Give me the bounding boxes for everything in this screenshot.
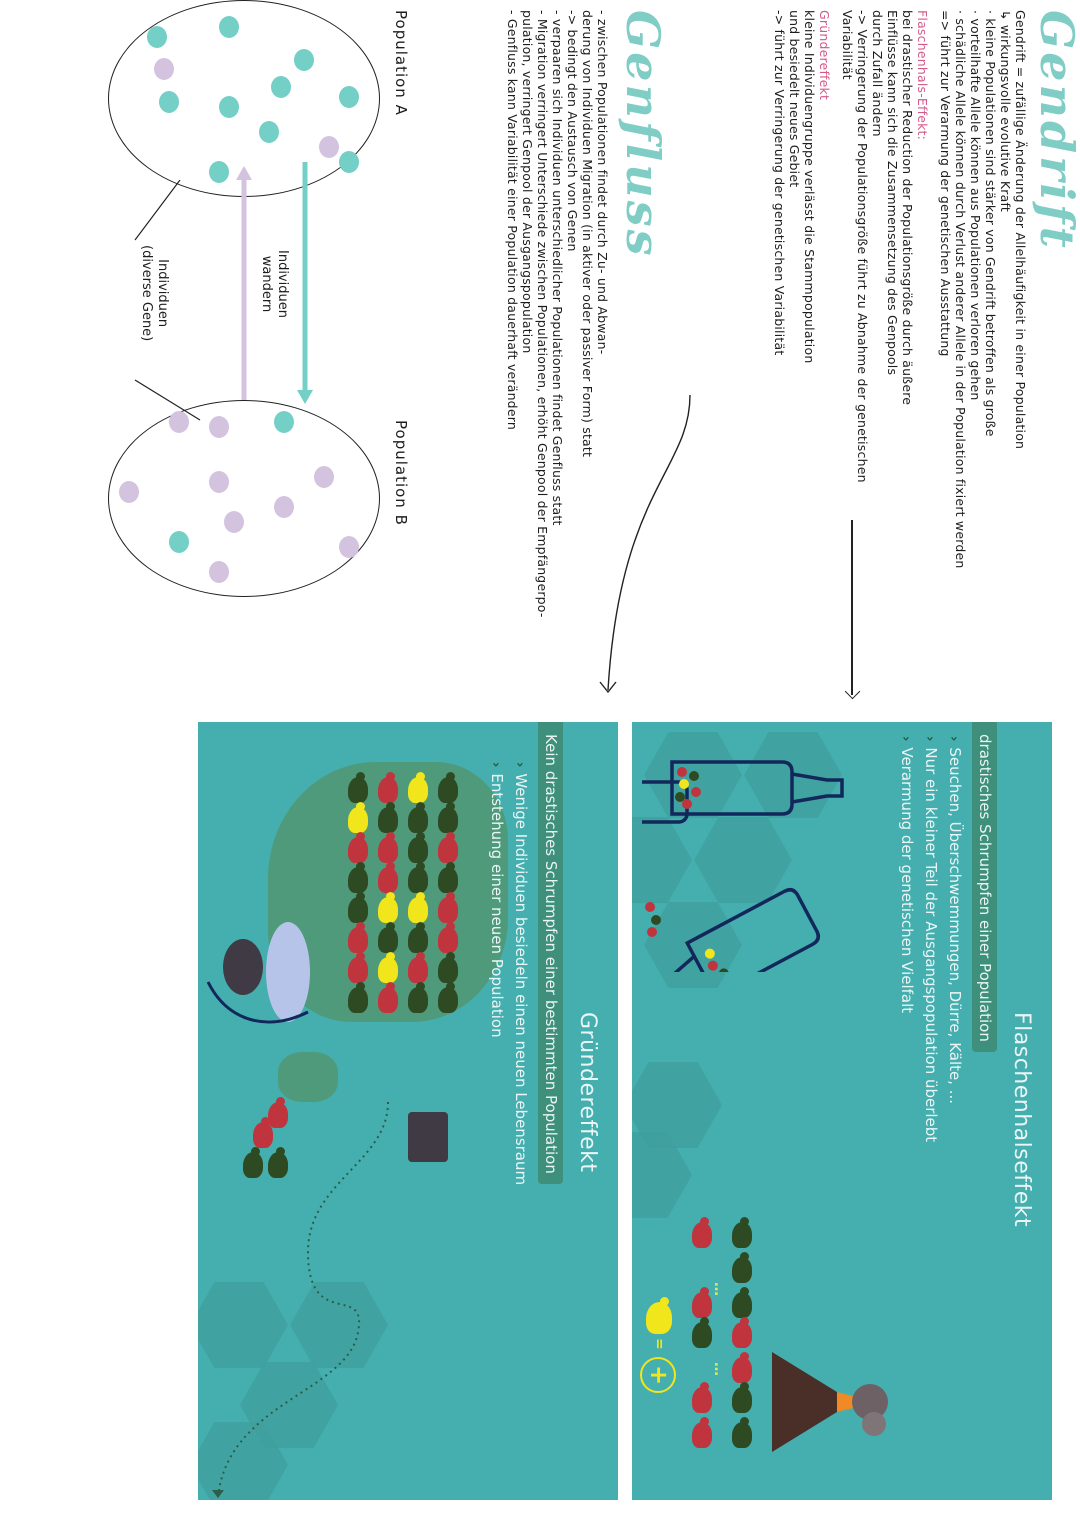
individual-teal — [294, 49, 314, 71]
genfluss-title: Genfluss — [616, 10, 670, 259]
individual-lilac — [119, 481, 139, 503]
slide-banner: drastisches Schrumpfen einer Population — [972, 722, 997, 1052]
storm-icon — [206, 922, 310, 1024]
slide-title: Flaschenhalseffekt — [1009, 1012, 1034, 1228]
slide-founder: Gründereffekt Kein drastisches Schrumpfe… — [198, 722, 618, 1500]
chevron-icon: › — [488, 762, 503, 768]
note-line: -> führt zur Verringerung der genetische… — [772, 10, 787, 356]
migration-route — [212, 1102, 389, 1498]
gendrift-title: Gendrift — [1030, 10, 1080, 251]
slide-banner: Kein drastisches Schrumpfen einer bestim… — [538, 722, 563, 1184]
chevron-icon: › — [512, 762, 527, 768]
individual-teal — [169, 531, 189, 553]
gene-flow-diagram: Population A Population B — [0, 0, 480, 640]
founder-heading: Gründereffekt — [817, 10, 832, 101]
chevron-icon: › — [946, 736, 961, 742]
individual-lilac — [154, 58, 174, 80]
arrow-lilac-icon — [236, 166, 252, 180]
note-line: Einflüsse kann sich die Zusammensetzung … — [885, 10, 900, 376]
individual-teal — [159, 91, 179, 113]
note-line: pulation, verringert Genpool der Ausgang… — [520, 10, 535, 354]
note-line: => führt zur Verarmung der genetischen A… — [938, 10, 953, 357]
yellow-chicken-icon — [646, 1302, 672, 1334]
individual-teal — [147, 26, 167, 48]
individual-lilac — [209, 471, 229, 493]
note-line: · schädliche Allele können durch Verlust… — [953, 10, 968, 569]
volcano-icon — [772, 1352, 888, 1452]
population-a-label: Population A — [392, 10, 410, 116]
note-line: kleine Individuengruppe verlässt die Sta… — [802, 10, 817, 364]
individual-teal — [259, 121, 279, 143]
slide-bullet: ›Nur ein kleiner Teil der Ausgangspopula… — [922, 736, 940, 1143]
slide-title: Gründereffekt — [575, 1012, 600, 1173]
slide-bottleneck: Flaschenhalseffekt drastisches Schrumpfe… — [632, 722, 1052, 1500]
note-line: -> bedingt den Austausch von Genen — [565, 10, 580, 252]
arrow-to-founder-slide — [599, 394, 691, 694]
bottle-icons — [642, 760, 844, 972]
gendrift-notes: Gendrift = zufällige Änderung der Allelh… — [772, 10, 1028, 710]
migration-label: Individuen wandern — [259, 250, 290, 318]
individual-lilac — [314, 466, 334, 488]
note-line: -> Verringerung der Populationsgröße füh… — [855, 10, 870, 483]
chevron-icon: › — [898, 736, 913, 742]
note-line: ↳ wirkungsvolle evolutive Kraft — [998, 10, 1013, 212]
slide-bullet: ›Entstehung einer neuen Population — [488, 762, 506, 1038]
island — [278, 1052, 338, 1102]
slide-bullet: ›Wenige Individuen besiedeln einen neuen… — [512, 762, 530, 1186]
note-line: · kleine Populationen sind stärker von G… — [983, 10, 998, 437]
individuals-pointer-lines — [134, 180, 201, 421]
slide-bullet: ›Verarmung der genetischen Vielfalt — [898, 736, 916, 1014]
individual-lilac — [274, 496, 294, 518]
population-b-label: Population B — [392, 420, 410, 526]
arrow-to-bottleneck-slide — [851, 520, 853, 695]
note-line: durch Zufall ändern — [870, 10, 885, 137]
note-line: Gendrift = zufällige Änderung der Allelh… — [1013, 10, 1028, 450]
migration-arrows — [236, 162, 313, 404]
individual-teal — [339, 86, 359, 108]
note-line: · vorteilhafte Allele können aus Populat… — [968, 10, 983, 401]
individual-lilac — [339, 536, 359, 558]
individual-lilac — [209, 561, 229, 583]
note-line: - Migration verringert Unterschiede zwis… — [535, 10, 550, 618]
note-line: - Genfluss kann Variabilität einer Popul… — [505, 10, 520, 430]
chevron-icon: › — [922, 736, 937, 742]
individual-teal — [219, 16, 239, 38]
individual-teal — [219, 96, 239, 118]
bottleneck-heading: Flaschenhals-Effekt: — [915, 10, 930, 141]
individual-lilac — [224, 511, 244, 533]
arrow-teal-icon — [297, 390, 313, 404]
individual-teal — [339, 151, 359, 173]
plus-strength-icon: + — [640, 1357, 676, 1393]
equals-sign: = — [651, 1338, 667, 1351]
note-line: bei drastischer Reduction der Population… — [900, 10, 915, 406]
slide-bullet: ›Seuchen, Überschwemmungen, Dürre, Kälte… — [946, 736, 964, 1105]
note-line: - verpaaren sich Individuen unterschiedl… — [550, 10, 565, 526]
note-line: und besiedelt neues Gebiet — [787, 10, 802, 188]
individual-teal — [271, 76, 291, 98]
